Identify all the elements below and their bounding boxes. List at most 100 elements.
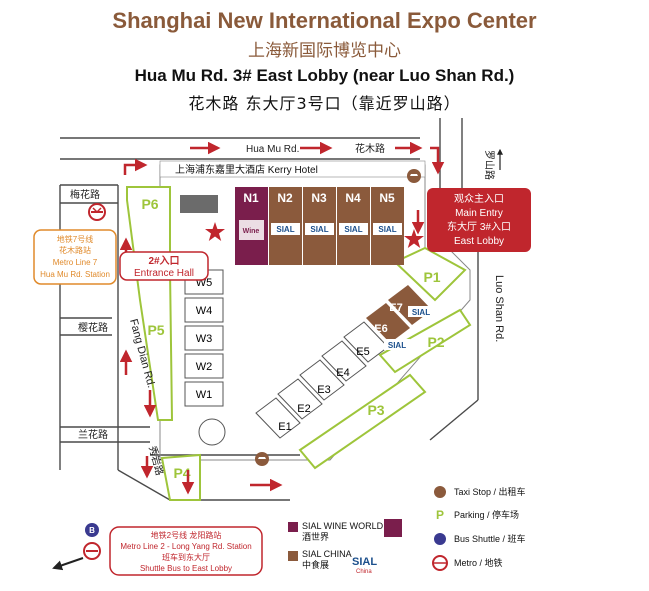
hall-n5-label: N5: [379, 191, 395, 205]
road-labels: Hua Mu Rd. 花木路 罗山路 Luo Shan Rd. Fang Dia…: [70, 142, 505, 477]
hall-e7-label: E7: [389, 302, 402, 314]
metro2-line2: Metro Line 2 - Long Yang Rd. Station: [120, 542, 251, 551]
sial-badge: SIAL: [373, 223, 402, 235]
legend-parking-icon: P: [436, 508, 444, 522]
svg-text:SIAL: SIAL: [378, 225, 396, 234]
legend-wine-cn: 酒世界: [302, 531, 329, 542]
metro2-line3: 班车到东大厅: [162, 552, 210, 562]
west-halls: W5 W4 W3 W2 W1: [184, 269, 224, 407]
hall-n3-label: N3: [311, 191, 327, 205]
parking-p1-area: [393, 246, 467, 302]
sial-badge: SIAL: [305, 223, 334, 235]
inner-road-outline: [159, 164, 471, 461]
metro7-line2: 花木路站: [59, 245, 91, 255]
map-subtitle: Hua Mu Rd. 3# East Lobby (near Luo Shan …: [134, 66, 515, 85]
svg-text:SIAL: SIAL: [412, 308, 430, 317]
road-mei-hua-cn: 梅花路: [70, 188, 100, 201]
metro2-callout: 地铁2号线 龙阳路站 Metro Line 2 - Long Yang Rd. …: [109, 526, 263, 576]
metro2-line4: Shuttle Bus to East Lobby: [140, 564, 232, 573]
road-hua-mu-en: Hua Mu Rd.: [246, 144, 299, 155]
svg-text:Wine: Wine: [243, 228, 260, 235]
metro7-line3: Metro Line 7: [53, 258, 98, 267]
main-entry-cn: 观众主入口: [454, 193, 504, 205]
hall-e6: [366, 303, 410, 343]
road-lan-hua-cn: 兰花路: [78, 428, 108, 441]
legend-china-cn: 中食展: [302, 559, 329, 570]
map-title: Shanghai New International Expo Center: [112, 8, 537, 33]
main-entry-callout: 观众主入口 Main Entry 东大厅 3#入口 East Lobby: [427, 188, 531, 252]
hall-e2-label: E2: [297, 403, 310, 415]
metro7-line4: Hua Mu Rd. Station: [40, 270, 110, 279]
parking-p3-label: P3: [367, 402, 384, 418]
hall-e5-label: E5: [356, 346, 369, 358]
hotel-label-box: [159, 160, 426, 178]
legend-taxi-icon: [434, 486, 446, 498]
entrance-star-main: [404, 229, 424, 248]
metro-icon: [83, 542, 101, 560]
legend-china-tag: China: [356, 569, 372, 575]
road-luo-shan-en: Luo Shan Rd.: [493, 275, 505, 342]
legend-bus-icon: [434, 533, 446, 545]
map-title-cn: 上海新国际博览中心: [248, 41, 401, 61]
parking-p2-label: P2: [427, 334, 444, 350]
road-luo-shan-cn: 罗山路: [483, 150, 496, 180]
svg-text:SIAL: SIAL: [344, 225, 362, 234]
legend-taxi-label: Taxi Stop / 出租车: [454, 486, 526, 497]
hall-n2-label: N2: [277, 191, 293, 205]
parking-p1-label: P1: [423, 269, 440, 285]
hall-w4: [184, 297, 224, 323]
bus-shuttle-icon: B: [85, 523, 99, 537]
road-hua-mu-cn: 花木路: [355, 142, 385, 155]
legend-china-swatch: [288, 551, 298, 561]
hotel-label: 上海浦东嘉里大酒店 Kerry Hotel: [175, 163, 318, 176]
taxi-stop-icon: [255, 452, 269, 466]
legend-bus-label: Bus Shuttle / 班车: [454, 533, 526, 544]
parking-p4-label: P4: [173, 465, 190, 481]
parking-p2-area: [378, 308, 472, 374]
hall-w3-label: W3: [196, 333, 213, 345]
hall-w1: [184, 381, 224, 407]
metro7-line1: 地铁7号线: [57, 234, 93, 244]
sial-badge: SIAL: [408, 306, 434, 317]
parking-p5-label: P5: [147, 322, 164, 338]
metro7-callout: 地铁7号线 花木路站 Metro Line 7 Hua Mu Rd. Stati…: [33, 229, 117, 285]
legend-china-en: SIAL CHINA: [302, 549, 352, 559]
parking-labels: P6 P5 P4 P1 P2 P3: [141, 196, 444, 481]
hotel-building: [180, 195, 218, 213]
svg-text:SIAL: SIAL: [388, 341, 406, 350]
hall-w4-label: W4: [196, 305, 213, 317]
parking-p3-area: [298, 373, 427, 470]
hall-n4-label: N4: [345, 191, 361, 205]
sial-badge: SIAL: [271, 223, 300, 235]
legend-wine-swatch: [288, 522, 298, 532]
metro2-line1: 地铁2号线 龙阳路站: [151, 530, 222, 540]
parking-p5-p6-area: [126, 186, 174, 421]
direction-arrow: [52, 557, 84, 571]
legend-wine-logo: [384, 519, 402, 537]
hall-e6-label: E6: [374, 323, 387, 335]
entrance-star-2: [205, 222, 225, 241]
sial-badge: SIAL: [384, 339, 410, 350]
sial-badge: SIAL: [339, 223, 368, 235]
sial-badge: Wine: [239, 220, 264, 240]
legend: SIAL WINE WORLD 酒世界 SIAL CHINA 中食展 SIAL …: [288, 486, 526, 575]
parking-p6-label: P6: [141, 196, 158, 212]
hall-e3: [299, 359, 345, 401]
entrance-stars: [205, 222, 424, 248]
entrance-hall-cn: 2#入口: [148, 255, 179, 267]
hall-e2: [277, 378, 323, 420]
entrance-hall-callout: 2#入口 Entrance Hall: [119, 251, 209, 281]
hall-e3-label: E3: [317, 384, 330, 396]
legend-wine-en: SIAL WINE WORLD: [302, 521, 384, 531]
main-entry-en2: East Lobby: [454, 236, 504, 247]
main-entry-en: Main Entry: [455, 208, 503, 219]
svg-text:B: B: [89, 526, 95, 535]
route-arrows: [119, 141, 445, 495]
legend-metro-label: Metro / 地铁: [454, 557, 503, 568]
main-entry-cn2: 东大厅 3#入口: [447, 220, 511, 233]
hall-e1-label: E1: [278, 421, 291, 433]
road-ying-hua-cn: 樱花路: [78, 321, 108, 334]
map-subtitle-cn: 花木路 东大厅3号口（靠近罗山路）: [188, 94, 461, 113]
